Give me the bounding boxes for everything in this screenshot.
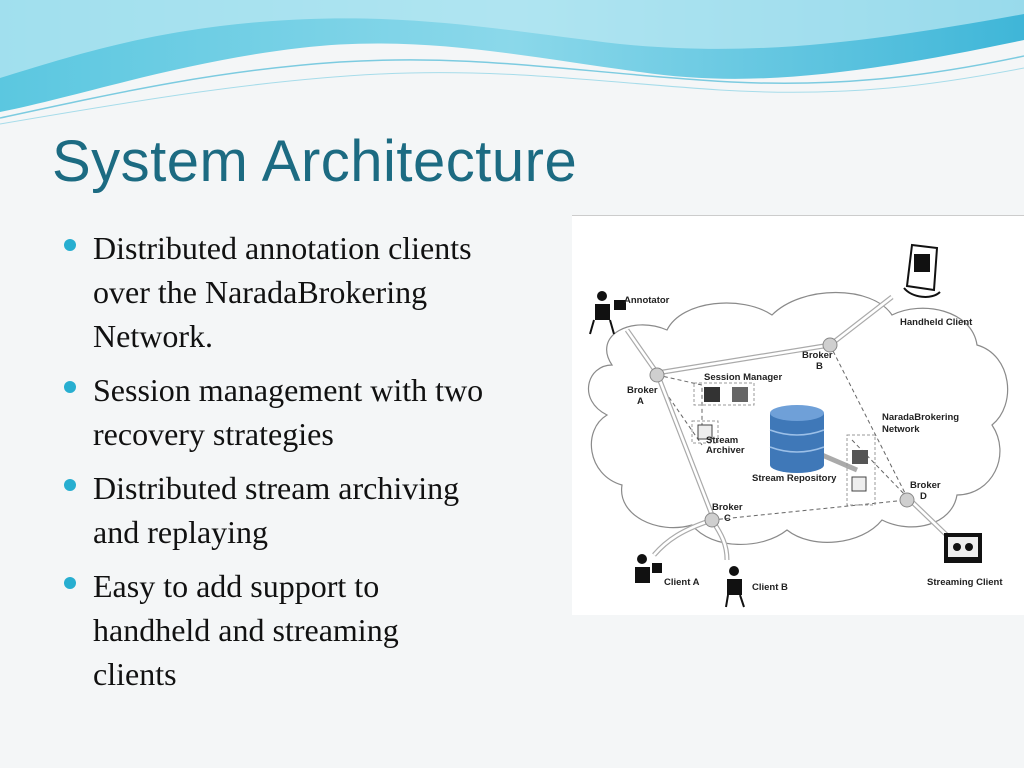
handheld-device-icon — [903, 243, 941, 298]
network-label: NaradaBrokering — [882, 412, 959, 423]
monitor-icon — [944, 533, 982, 563]
bullet-dot-icon — [64, 239, 76, 251]
bullet-text-line: Session management with two — [93, 372, 484, 408]
broker-a-node — [649, 367, 665, 383]
server-icon — [697, 424, 713, 440]
person-at-computer-icon — [589, 291, 626, 335]
bullet-item: Session management with two recovery stra… — [62, 368, 572, 456]
session-manager-label: Session Manager — [704, 372, 782, 383]
broker-b-label: Broker — [802, 350, 833, 361]
annotator-label: Annotator — [624, 295, 670, 306]
streaming-client-label: Streaming Client — [927, 577, 1003, 588]
broker-c-letter: C — [724, 513, 731, 524]
archiver-link — [851, 439, 908, 498]
server-icon — [704, 387, 748, 402]
stream-archiver-label: Stream — [706, 435, 738, 446]
bullet-item: Distributed stream archiving and replayin… — [62, 466, 572, 554]
client-b-label: Client B — [752, 582, 788, 593]
broker-b-node — [822, 337, 838, 353]
server-icon — [852, 450, 868, 464]
broker-a-letter: A — [637, 396, 644, 407]
bullet-list: Distributed annotation clients over the N… — [62, 226, 572, 706]
architecture-diagram: Annotator Handheld Client Broker A Broke… — [572, 215, 1024, 615]
client-a-label: Client A — [664, 577, 700, 588]
archiver-link — [656, 374, 703, 430]
bullet-item: Easy to add support to handheld and strea… — [62, 564, 572, 696]
bullet-text-line: Distributed stream archiving — [93, 470, 460, 506]
network-cloud — [588, 292, 1009, 546]
bullet-text-line: over the NaradaBrokering — [93, 274, 428, 310]
bullet-text-line: Easy to add support to — [93, 568, 380, 604]
bullet-dot-icon — [64, 381, 76, 393]
slide-title: System Architecture — [52, 129, 578, 194]
broker-d-label: Broker — [910, 480, 941, 491]
bullet-text-line: handheld and streaming — [93, 612, 399, 648]
bullet-text-line: clients — [93, 656, 177, 692]
broker-a-label: Broker — [627, 385, 658, 396]
bullet-text-line: recovery strategies — [93, 416, 334, 452]
broker-c-node — [704, 512, 720, 528]
broker-link — [829, 344, 908, 498]
person-at-computer-icon — [725, 566, 745, 608]
bullet-text-line: Network. — [93, 318, 213, 354]
stream-repository-label: Stream Repository — [752, 473, 837, 484]
stream-archiver-label-2: Archiver — [706, 445, 745, 456]
handheld-client-label: Handheld Client — [900, 317, 973, 328]
bullet-item: Distributed annotation clients over the N… — [62, 226, 572, 358]
header-wave-decoration — [0, 0, 1024, 125]
bullet-dot-icon — [64, 577, 76, 589]
database-icon — [769, 405, 825, 473]
bullet-text-line: and replaying — [93, 514, 269, 550]
broker-d-node — [899, 492, 915, 508]
flow-arrow — [821, 452, 858, 473]
broker-d-letter: D — [920, 491, 927, 502]
archiver-link — [656, 379, 703, 446]
network-label-2: Network — [882, 424, 920, 435]
person-at-computer-icon — [635, 554, 662, 583]
broker-c-label: Broker — [712, 502, 743, 513]
broker-b-letter: B — [816, 361, 823, 372]
bullet-text-line: Distributed annotation clients — [93, 230, 472, 266]
bullet-dot-icon — [64, 479, 76, 491]
